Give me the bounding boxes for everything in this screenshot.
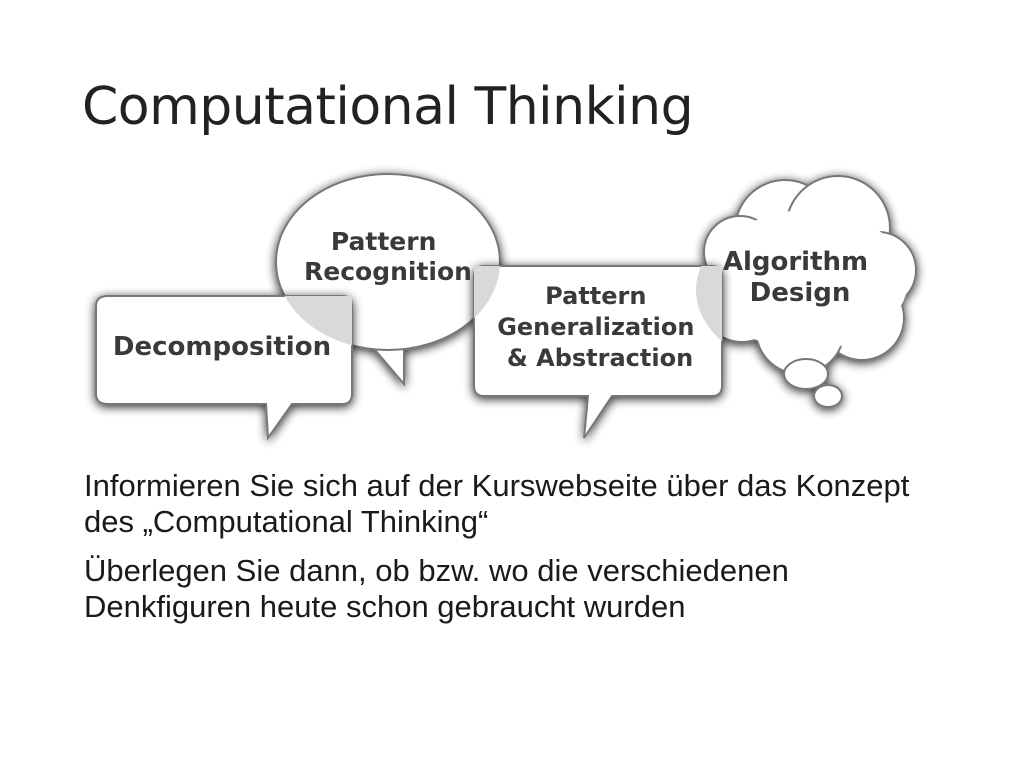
label-decomposition: Decomposition [113, 332, 331, 362]
label-generalization: Pattern Generalization & Abstraction [497, 282, 703, 372]
paragraph-task: Überlegen Sie dann, ob bzw. wo die versc… [84, 553, 789, 624]
slide-title: Computational Thinking [82, 77, 694, 137]
bubble-algorithm-design [699, 175, 917, 408]
label-pattern-recognition: Pattern Recognition [304, 227, 472, 286]
slide-body: Informieren Sie sich auf der Kurswebseit… [84, 468, 944, 638]
paragraph-info: Informieren Sie sich auf der Kurswebseit… [84, 468, 910, 539]
label-algorithm-design: Algorithm Design [723, 247, 877, 308]
